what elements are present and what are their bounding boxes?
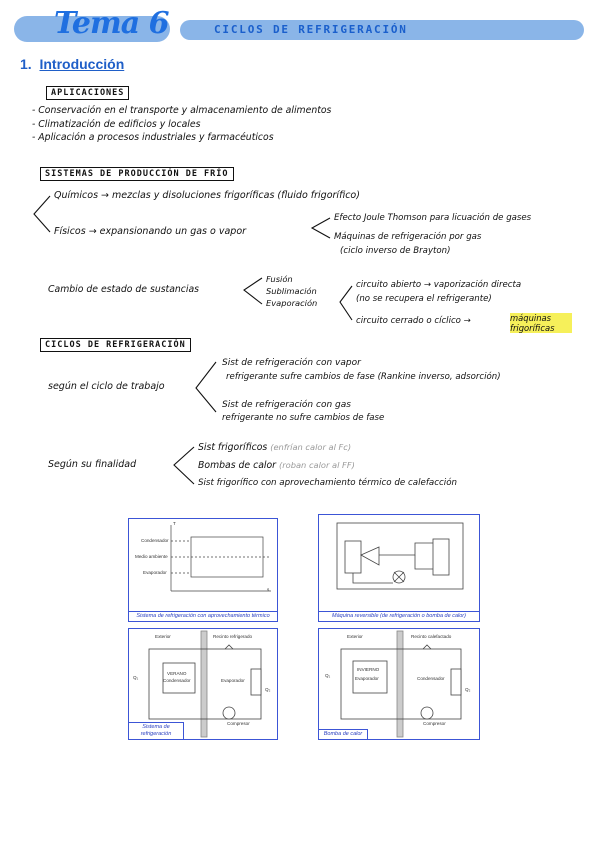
fig3-label: VERANO [167, 671, 187, 676]
abierto-text: circuito abierto → vaporización directa [356, 280, 522, 290]
cambio-text: Cambio de estado de sustancias [48, 284, 200, 295]
aplicaciones-list: - Conservación en el transporte y almace… [32, 104, 331, 145]
fig4-label: Evaporador [355, 676, 379, 681]
fig1-label: Evaporador [143, 570, 167, 575]
fig4-caption: Bomba de calor [319, 729, 368, 739]
section-title: 1. Introducción [20, 56, 124, 72]
fig4-label: INVIERNO [357, 667, 380, 672]
fig3-label: Q₁ [133, 675, 139, 680]
fin-1-note: (enfrían calor al Fc) [270, 442, 352, 452]
maquinas-highlight: máquinas frigoríficas [510, 313, 572, 333]
fig3-label: Recinto refrigerado [213, 634, 253, 639]
fin-2-note: (roban calor al FF) [278, 460, 355, 470]
header-title: CICLOS DE REFRIGERACIÓN [214, 23, 408, 36]
fig1-label: Medio ambiente [135, 554, 168, 559]
fig1-axis-t: T [173, 521, 176, 526]
list-item: - Climatización de edificios y locales [32, 118, 201, 130]
refrigeration-system-icon [148, 630, 262, 738]
vapor-b: refrigerante sufre cambios de fase (Rank… [226, 372, 501, 382]
fig4-label: Exterior [347, 634, 363, 639]
fig2-caption: Máquina reversible (de refrigeración o b… [319, 611, 479, 621]
gas-b: refrigerante no sufre cambios de fase [222, 413, 385, 423]
fisicos-a: Efecto Joule Thomson para licuación de g… [334, 213, 532, 223]
fisicos-b2: (ciclo inverso de Brayton) [340, 246, 451, 256]
fig4-label: Recinto calefactado [411, 634, 452, 639]
fig3-label: Exterior [155, 634, 171, 639]
fig3-label: Condensador [163, 678, 191, 683]
reversible-machine-icon [336, 522, 464, 590]
finalidad-2: Bombas de calor (roban calor al FF) [198, 460, 355, 471]
fig3-label: Compresor [227, 721, 250, 726]
abierto-note: (no se recupera el refrigerante) [356, 294, 492, 304]
finalidad-3: Sist frigorífico con aprovechamiento tér… [198, 478, 458, 488]
fisicos-text: Físicos → expansionando un gas o vapor [54, 226, 247, 237]
fig4-label: Q₂ [465, 687, 471, 692]
vapor-a: Sist de refrigeración con vapor [222, 358, 361, 368]
aplicaciones-label: APLICACIONES [46, 86, 130, 100]
tema-pill [14, 16, 170, 42]
state-item: Evaporación [266, 298, 318, 308]
fig4-label: Condensador [417, 676, 445, 681]
cerrado-text: circuito cerrado o cíclico → [356, 316, 471, 326]
section-name: Introducción [39, 56, 125, 72]
fig3-label: Q₂ [265, 687, 271, 692]
fig4-label: Q₁ [325, 673, 331, 678]
ciclos-label: CICLOS DE REFRIGERACIÓN [40, 338, 191, 352]
list-item: - Aplicación a procesos industriales y f… [32, 132, 274, 143]
section-number: 1. [20, 56, 32, 72]
trabajo-text: según el ciclo de trabajo [48, 381, 165, 392]
ts-diagram-icon [170, 525, 271, 592]
fig4-label: Compresor [423, 721, 446, 726]
figure-sistema-refrigeracion: Exterior Recinto refrigerado VERANO Cond… [128, 628, 278, 740]
heat-pump-icon [340, 630, 462, 738]
states-list: Fusión Sublimación Evaporación [266, 273, 317, 309]
header-pill [180, 20, 584, 40]
fig3-caption: Sistema de refrigeración [129, 722, 184, 739]
finalidad-text: Según su finalidad [48, 459, 137, 470]
sistemas-label: SISTEMAS DE PRODUCCIÓN DE FRÍO [40, 167, 234, 181]
finalidad-1: Sist frigoríficos (enfrían calor al Fc) [198, 442, 351, 453]
figure-reversible-machine: Máquina reversible (de refrigeración o b… [318, 514, 480, 622]
figure-ts-diagram: Condensador Medio ambiente Evaporador T … [128, 518, 278, 622]
fin-2-label: Bombas de calor [198, 460, 276, 471]
fig1-caption: Sistema de refrigeración con aprovechami… [129, 611, 277, 621]
fisicos-b: Máquinas de refrigeración por gas [334, 232, 482, 242]
state-item: Fusión [266, 274, 293, 284]
fig1-axis-s: s [267, 587, 270, 592]
fin-1-label: Sist frigoríficos [198, 442, 268, 453]
gas-a: Sist de refrigeración con gas [222, 400, 351, 410]
state-item: Sublimación [266, 286, 317, 296]
quimicos-text: Químicos → mezclas y disoluciones frigor… [54, 190, 360, 201]
tema-title: Tema 6 [54, 6, 169, 41]
figure-bomba-calor: Exterior Recinto calefactado INVIERNO Ev… [318, 628, 480, 740]
list-item: - Conservación en el transporte y almace… [32, 105, 332, 116]
fig3-label: Evaporador [221, 678, 245, 683]
fig1-label: Condensador [141, 538, 169, 543]
